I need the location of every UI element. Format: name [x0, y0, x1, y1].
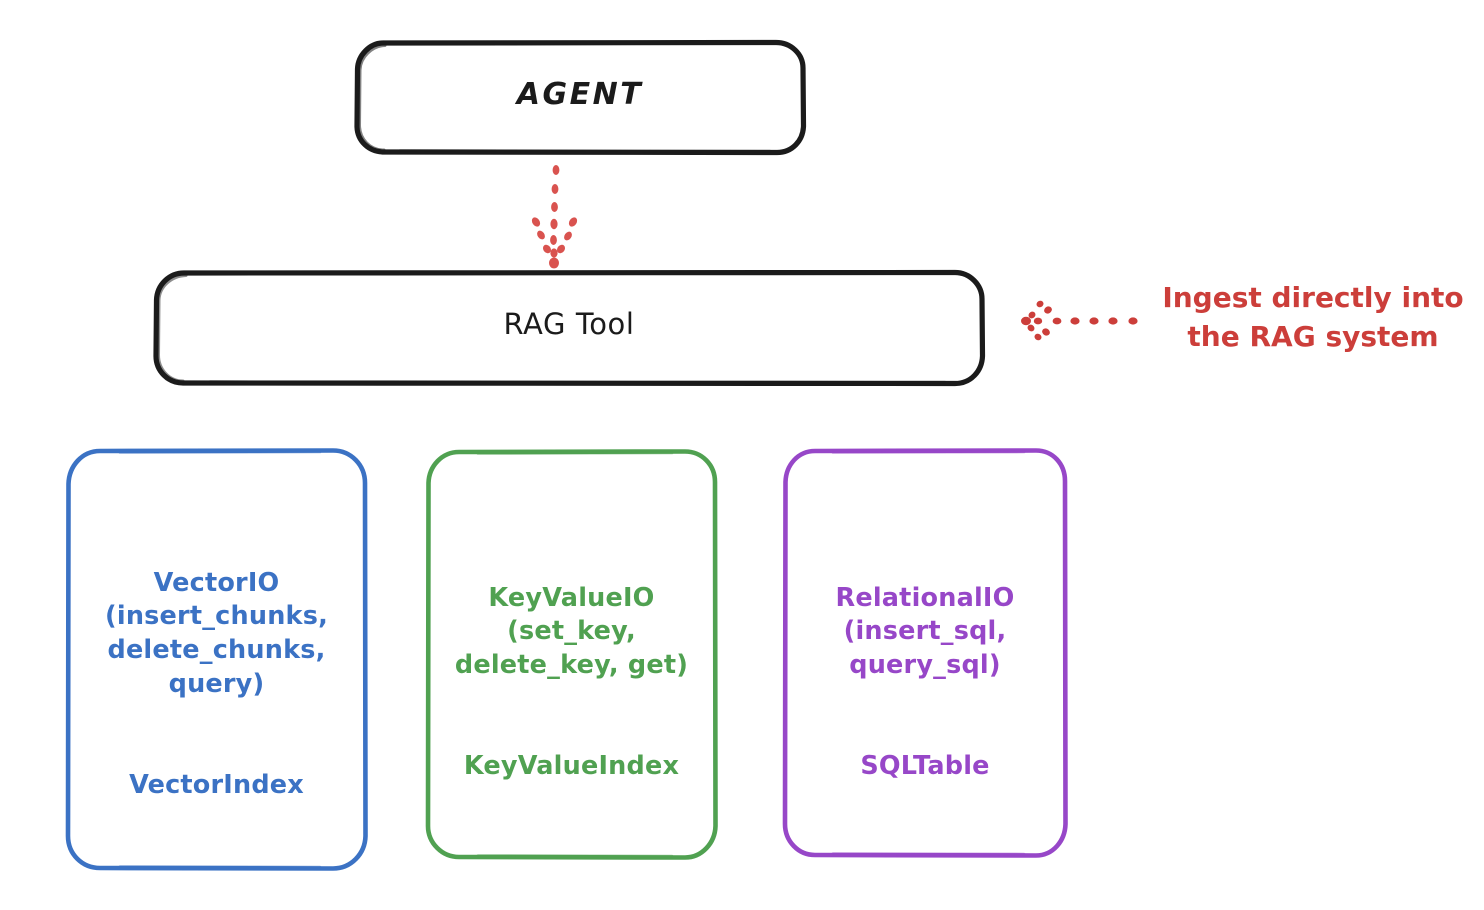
- vector-index-label: VectorIndex: [129, 769, 304, 800]
- vector-io-api-label: VectorIO (insert_chunks, delete_chunks, …: [105, 567, 328, 699]
- sql-table-label: SQLTable: [860, 751, 990, 782]
- keyvalue-index-label: KeyValueIndex: [463, 751, 680, 782]
- vector-io-node-label: VectorIO (insert_chunks, delete_chunks, …: [68, 533, 365, 836]
- ingest-annotation-text: Ingest directly into the RAG system: [1162, 281, 1464, 353]
- rag-tool-node-label: RAG Tool: [503, 307, 635, 341]
- relational-io-api-label: RelationalIO (insert_sql, query_sql): [835, 582, 1015, 680]
- relational-io-node-outline[interactable]: [782, 448, 1068, 858]
- ingest-dotted-arrow: [1021, 300, 1138, 341]
- vector-io-node-outline[interactable]: [65, 448, 368, 871]
- keyvalue-io-node-label: KeyValueIO (set_key, delete_key, get) Ke…: [428, 548, 715, 818]
- agent-node-outline[interactable]: [354, 39, 807, 156]
- agent-node-label: AGENT: [516, 77, 644, 112]
- rag-tool-node-outline[interactable]: [153, 269, 986, 387]
- agent-to-rag-dotted-arrow: [531, 165, 578, 269]
- keyvalue-io-api-label: KeyValueIO (set_key, delete_key, get): [454, 582, 689, 680]
- keyvalue-io-node-outline[interactable]: [425, 449, 718, 860]
- relational-io-node-label: RelationalIO (insert_sql, query_sql) SQL…: [785, 548, 1065, 818]
